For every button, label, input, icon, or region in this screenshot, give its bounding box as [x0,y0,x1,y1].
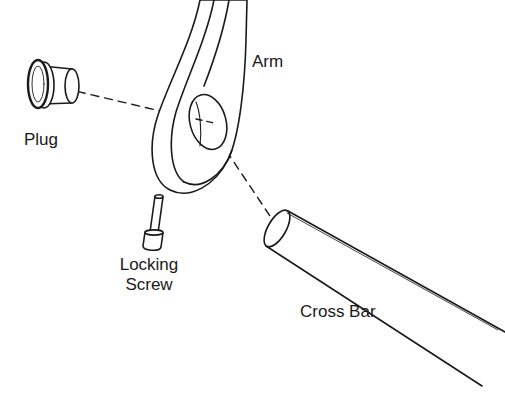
part-label: Locking Screw [110,255,188,295]
part-label: Arm [252,52,312,72]
part-label: Plug [24,130,84,150]
plug-part [28,60,79,108]
arm-part [152,0,247,193]
locking-screw-part [143,195,163,251]
part-label: Cross Bar [300,302,410,322]
cross-bar-part [259,206,505,386]
